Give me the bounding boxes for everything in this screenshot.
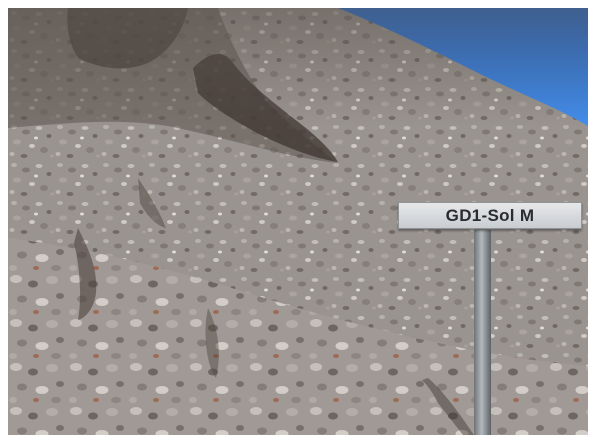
photo-frame: GD1-Sol M <box>8 8 588 435</box>
gully-2 <box>138 178 166 228</box>
gravel-slope-scene <box>8 8 588 435</box>
gully-1 <box>74 228 97 320</box>
sign-post <box>474 230 491 435</box>
sign-post-shadow <box>422 378 474 435</box>
sign-label: GD1-Sol M <box>445 205 535 225</box>
gully-3 <box>205 308 219 378</box>
upper-shading <box>8 8 588 128</box>
foreground-gravel <box>8 238 588 435</box>
sign-board: GD1-Sol M <box>398 202 582 229</box>
